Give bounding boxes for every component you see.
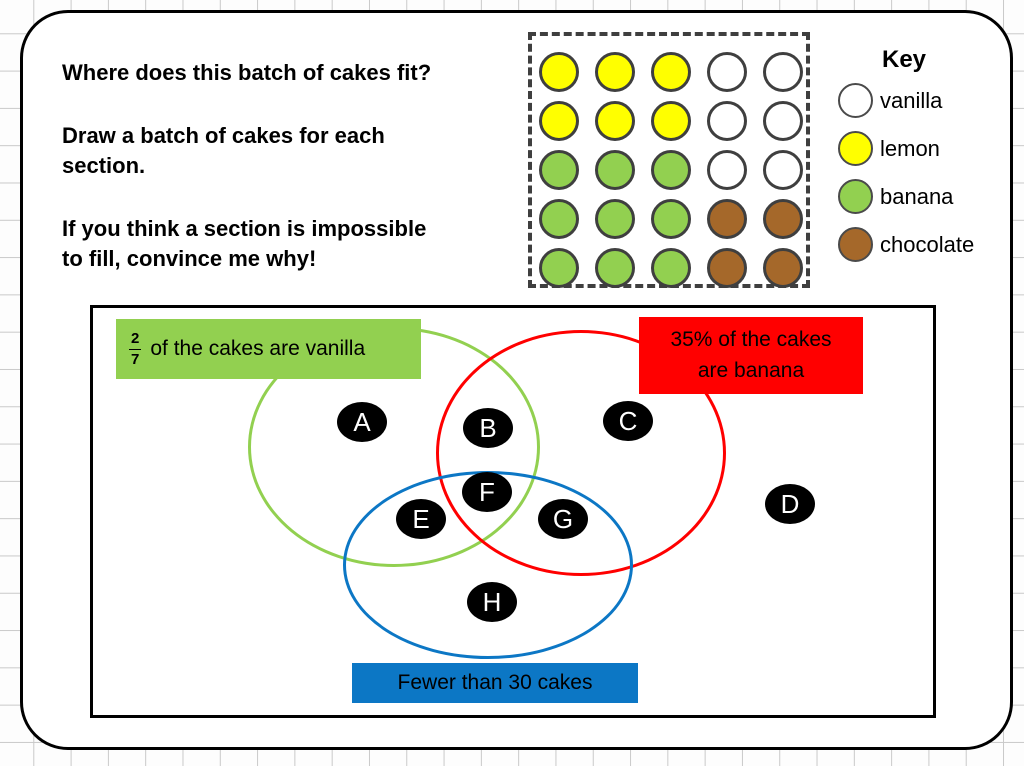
region-badge-b: B: [463, 408, 513, 448]
cake-lemon-icon: [539, 101, 579, 141]
region-badge-a: A: [337, 402, 387, 442]
cake-lemon-icon: [651, 52, 691, 92]
cake-row-3: [539, 150, 806, 190]
cake-row-2: [539, 101, 806, 141]
cake-lemon-icon: [651, 101, 691, 141]
cake-banana-icon: [539, 248, 579, 288]
cake-chocolate-icon: [763, 248, 803, 288]
instruction-line: Draw a batch of cakes for each: [62, 123, 385, 148]
key-panel: Key vanilla lemon banana chocolate: [838, 46, 1018, 275]
vanilla-swatch-icon: [838, 83, 873, 118]
banana-set-label-line1: 35% of the cakes: [670, 328, 832, 351]
lemon-swatch-icon: [838, 131, 873, 166]
region-badge-c: C: [603, 401, 653, 441]
key-item-label: lemon: [880, 135, 940, 161]
key-item-lemon: lemon: [838, 131, 1018, 166]
cake-banana-icon: [651, 248, 691, 288]
instruction-line: If you think a section is impossible: [62, 216, 427, 241]
cake-lemon-icon: [595, 101, 635, 141]
region-badge-f: F: [462, 472, 512, 512]
cake-lemon-icon: [595, 52, 635, 92]
key-item-vanilla: vanilla: [838, 83, 1018, 118]
fraction-denominator: 7: [131, 350, 140, 368]
instructions-text: Where does this batch of cakes fit? Draw…: [62, 58, 532, 307]
region-badge-e: E: [396, 499, 446, 539]
cake-lemon-icon: [539, 52, 579, 92]
instruction-challenge: If you think a section is impossible to f…: [62, 214, 532, 274]
key-list: vanilla lemon banana chocolate: [838, 83, 1018, 262]
key-item-label: chocolate: [880, 231, 975, 257]
cake-chocolate-icon: [763, 199, 803, 239]
key-item-label: vanilla: [880, 87, 943, 113]
cake-batch-box: [528, 32, 810, 288]
region-badge-g: G: [538, 499, 588, 539]
chocolate-swatch-icon: [838, 227, 873, 262]
count-set-label: Fewer than 30 cakes: [352, 663, 638, 703]
cake-row-4: [539, 199, 806, 239]
region-badge-d: D: [765, 484, 815, 524]
cake-banana-icon: [539, 199, 579, 239]
cake-row-1: [539, 52, 806, 92]
cake-banana-icon: [595, 150, 635, 190]
cake-row-5: [539, 248, 806, 288]
key-item-label: banana: [880, 183, 954, 209]
cake-vanilla-icon: [763, 52, 803, 92]
instruction-question: Where does this batch of cakes fit?: [62, 58, 532, 88]
fraction-numerator: 2: [129, 330, 142, 350]
cake-chocolate-icon: [707, 199, 747, 239]
cake-banana-icon: [651, 199, 691, 239]
key-title: Key: [882, 46, 927, 73]
banana-swatch-icon: [838, 179, 873, 214]
banana-set-label-line2: are banana: [697, 359, 805, 382]
cake-banana-icon: [651, 150, 691, 190]
cake-vanilla-icon: [763, 150, 803, 190]
two-sevenths-fraction: 2 7: [129, 330, 142, 368]
venn-diagram: 2 7 of the cakes are vanilla 35% of the …: [90, 305, 936, 718]
instruction-task: Draw a batch of cakes for each section.: [62, 121, 532, 181]
banana-set-label: 35% of the cakes are banana: [639, 317, 863, 394]
vanilla-set-label: 2 7 of the cakes are vanilla: [116, 319, 421, 379]
cake-banana-icon: [595, 199, 635, 239]
instruction-line: Where does this batch of cakes fit?: [62, 60, 432, 85]
key-item-banana: banana: [838, 179, 1018, 214]
cake-banana-icon: [539, 150, 579, 190]
instruction-line: to fill, convince me why!: [62, 246, 317, 271]
vanilla-set-label-text: of the cakes are vanilla: [150, 337, 366, 360]
cake-vanilla-icon: [763, 101, 803, 141]
cake-chocolate-icon: [707, 248, 747, 288]
cake-vanilla-icon: [707, 150, 747, 190]
cake-vanilla-icon: [707, 52, 747, 92]
cake-banana-icon: [595, 248, 635, 288]
cake-vanilla-icon: [707, 101, 747, 141]
key-item-chocolate: chocolate: [838, 227, 1018, 262]
region-badge-h: H: [467, 582, 517, 622]
instruction-line: section.: [62, 153, 146, 178]
